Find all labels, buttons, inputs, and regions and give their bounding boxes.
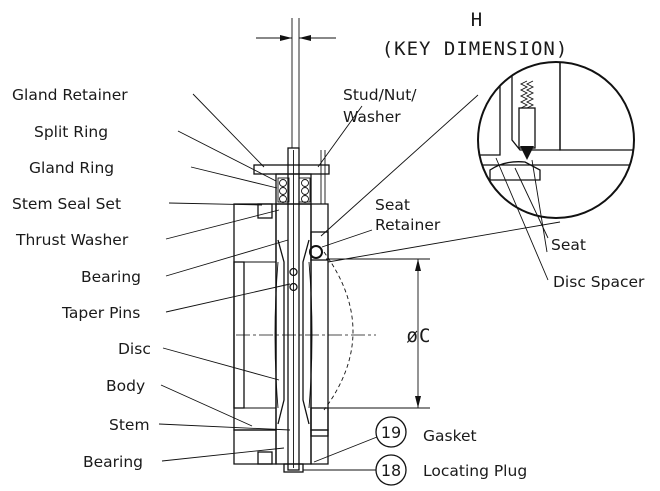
balloon-number-locating-plug: 18 bbox=[381, 461, 401, 480]
callout-seat-retainer-line2: Retainer bbox=[375, 216, 441, 234]
callout-gland-ring: Gland Ring bbox=[29, 159, 114, 177]
callout-stud-nut-washer-line2: Washer bbox=[343, 108, 401, 126]
h-dimension-letter: H bbox=[471, 9, 483, 31]
diameter-label: øC bbox=[407, 325, 432, 347]
balloon-label-locating-plug: Locating Plug bbox=[423, 462, 527, 480]
callout-gland-retainer: Gland Retainer bbox=[12, 86, 128, 104]
balloon-label-gasket: Gasket bbox=[423, 427, 477, 445]
callout-stem: Stem bbox=[109, 416, 150, 434]
taper-pin-upper bbox=[289, 267, 298, 277]
callout-bearing-lower: Bearing bbox=[83, 453, 143, 471]
callout-stud-nut-washer-line1: Stud/Nut/ bbox=[343, 86, 417, 104]
diameter-dimension: øC bbox=[326, 258, 432, 409]
callout-seat-retainer-line1: Seat bbox=[375, 196, 410, 214]
stem bbox=[287, 147, 300, 471]
callout-taper-pins: Taper Pins bbox=[61, 304, 140, 322]
callout-disc: Disc bbox=[118, 340, 151, 358]
key-dimension-caption: (KEY DIMENSION) bbox=[382, 38, 569, 60]
balloon-gasket: 19 Gasket bbox=[313, 416, 477, 463]
callout-stem-seal-set: Stem Seal Set bbox=[12, 195, 121, 213]
callout-seat: Seat bbox=[551, 236, 586, 254]
seat-detail-marker bbox=[309, 245, 323, 259]
left-callouts: Gland Retainer Split Ring Gland Ring Ste… bbox=[12, 86, 151, 471]
h-dimension: H (KEY DIMENSION) bbox=[256, 9, 569, 148]
balloon-number-gasket: 19 bbox=[381, 423, 401, 442]
callout-bearing-upper: Bearing bbox=[81, 268, 141, 286]
left-leaders bbox=[158, 93, 291, 462]
stem-seal-set bbox=[277, 177, 311, 203]
balloon-locating-plug: 18 Locating Plug bbox=[303, 454, 527, 486]
right-callouts: Stud/Nut/ Washer Seat Retainer Seat Disc… bbox=[317, 86, 645, 291]
taper-pin-lower bbox=[289, 282, 298, 292]
callout-thrust-washer: Thrust Washer bbox=[15, 231, 129, 249]
callout-split-ring: Split Ring bbox=[34, 123, 108, 141]
callout-disc-spacer: Disc Spacer bbox=[553, 273, 645, 291]
gland-retainer-flange bbox=[253, 164, 330, 175]
locating-plug bbox=[283, 463, 304, 473]
valve-body bbox=[233, 147, 376, 473]
callout-body: Body bbox=[106, 377, 145, 395]
